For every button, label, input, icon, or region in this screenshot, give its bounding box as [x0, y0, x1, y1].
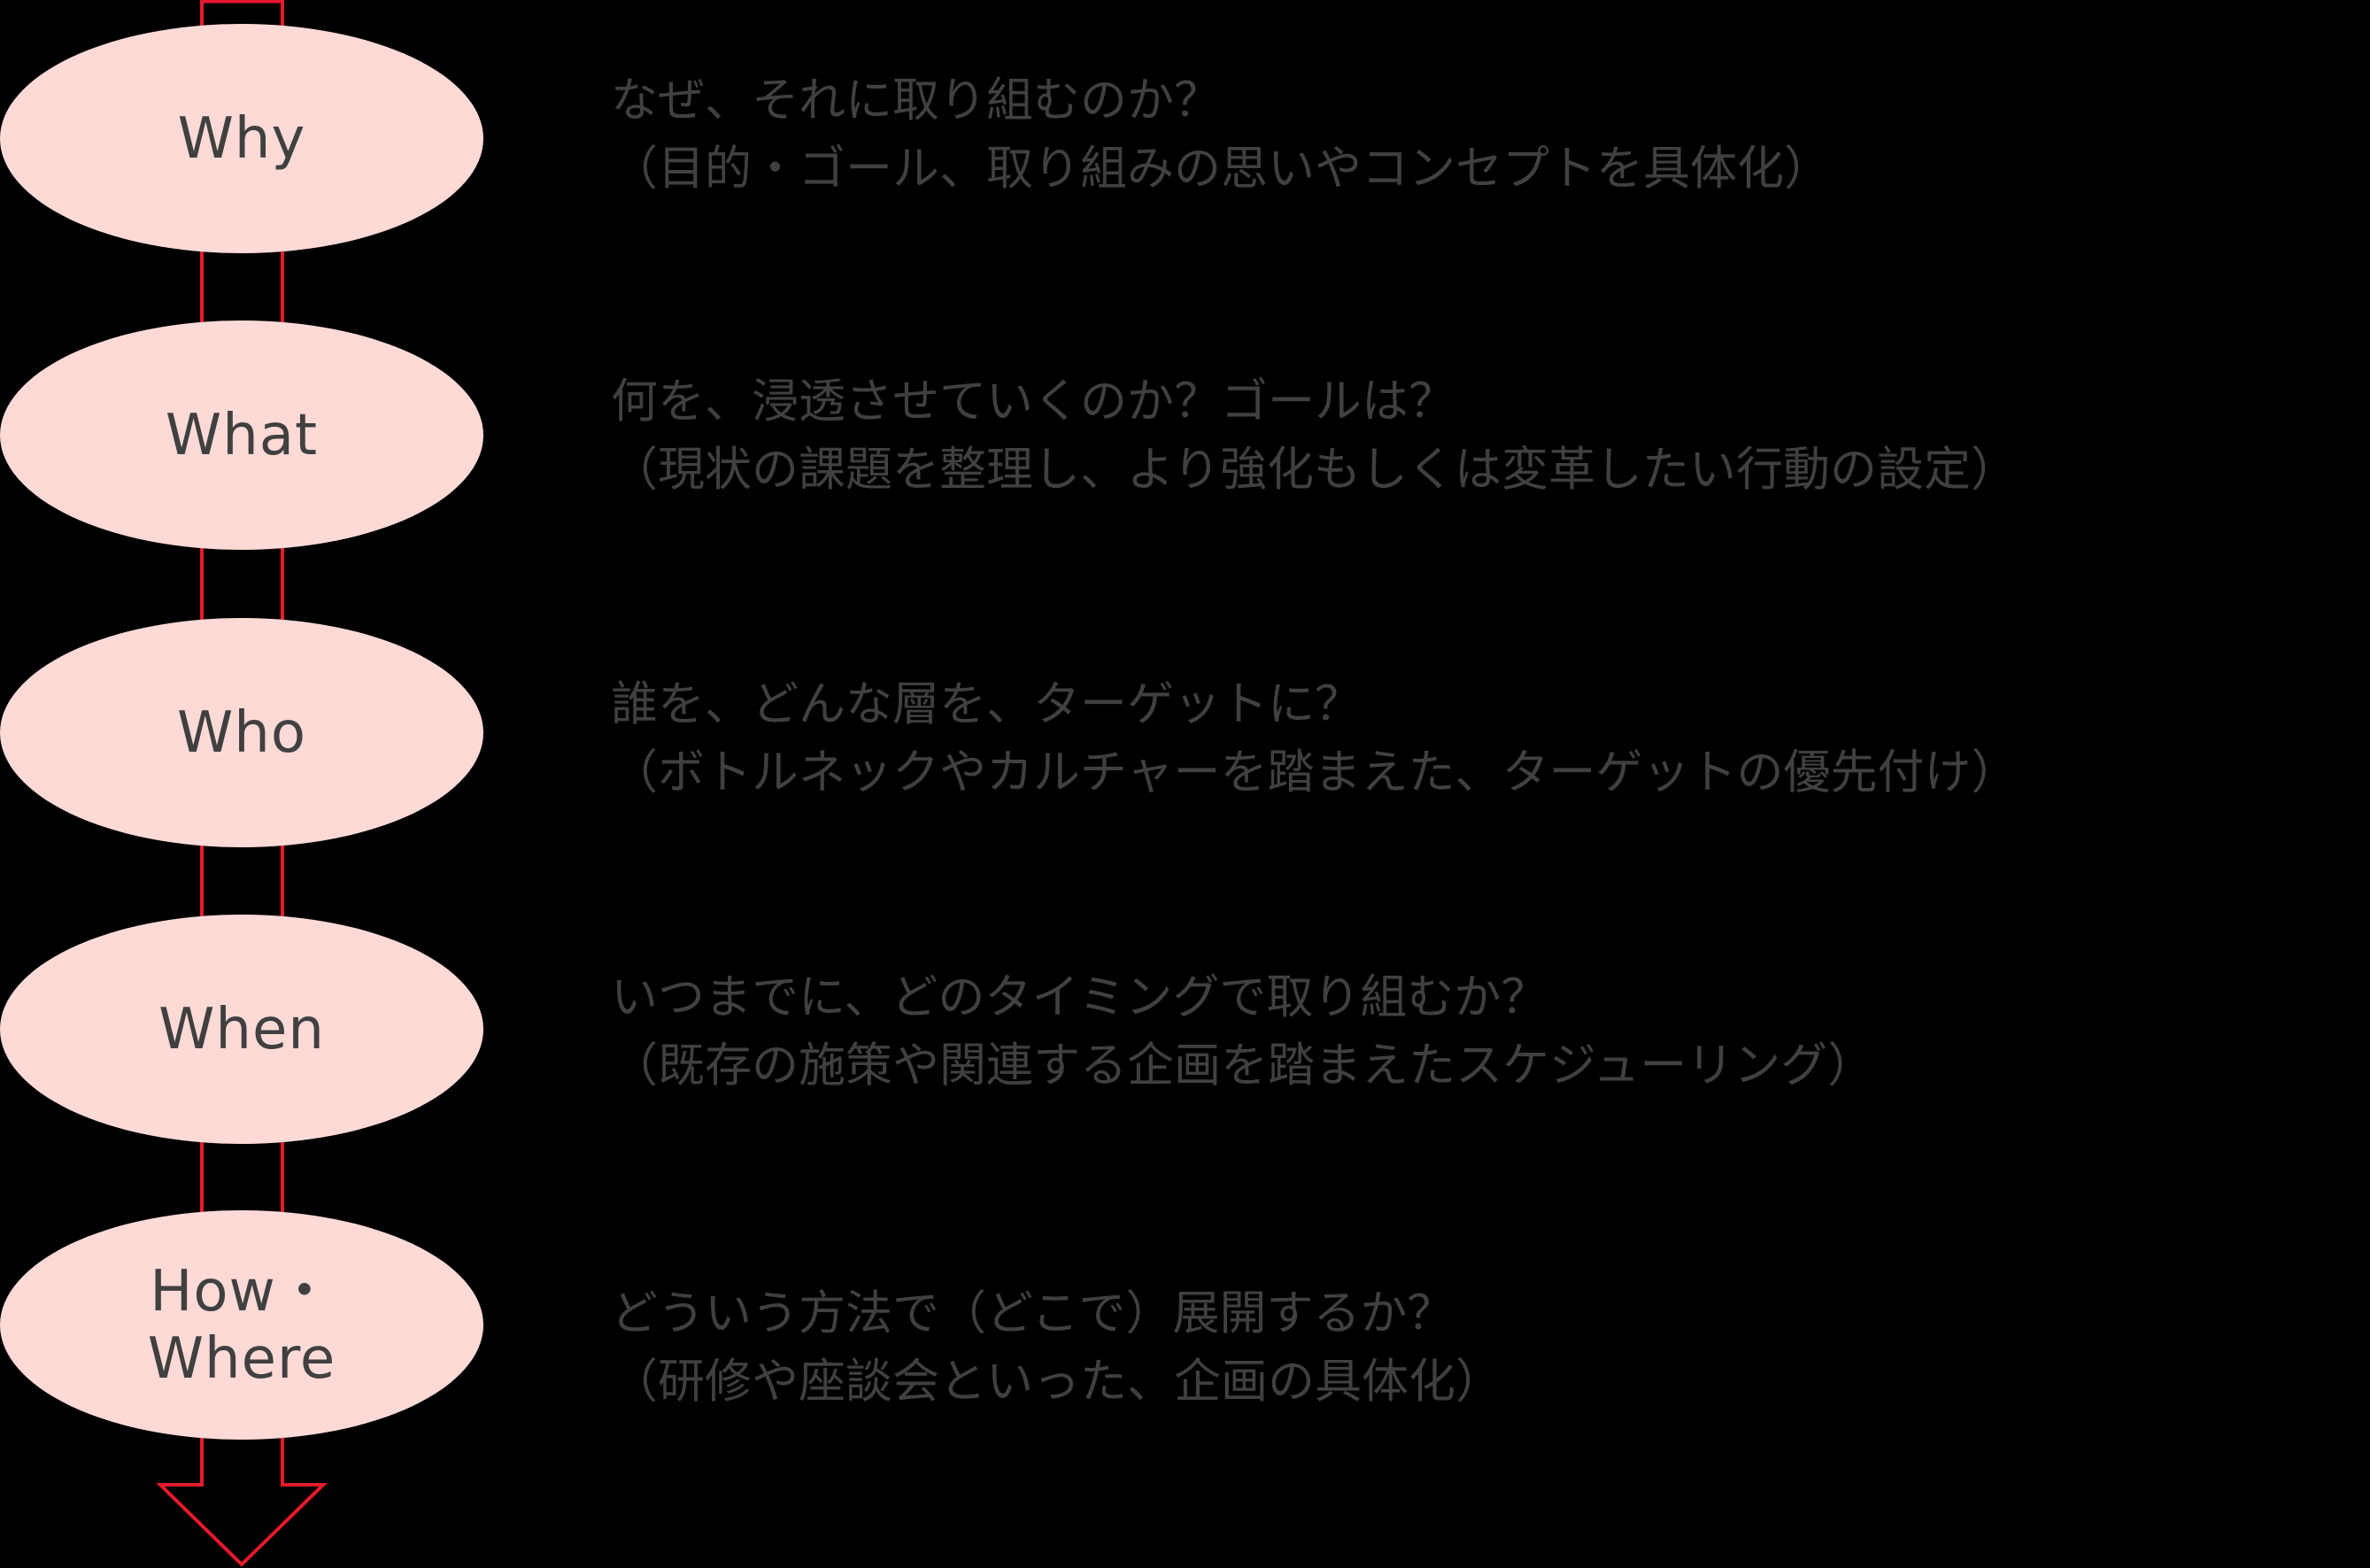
step-who-description: 誰を、どんな層を、ターゲットに？ （ボトルネックやカルチャーを踏まえた、ターゲッ… [611, 670, 2018, 807]
step-when-label: When [158, 996, 325, 1062]
step-when-detail: （既存の施策や関連する企画を踏まえたスケジューリング） [611, 1039, 1875, 1093]
step-what-question: 何を、浸透させていくのか？ゴールは？ [611, 375, 1455, 429]
step-when-question: いつまでに、どのタイミングで取り組むか？ [611, 970, 1548, 1024]
step-why-detail: （目的・ゴール、取り組みの思いやコンセプトを具体化） [611, 142, 1831, 196]
step-what-description: 何を、浸透させていくのか？ゴールは？ （現状の課題を整理し、より強化もしくは変革… [611, 367, 2018, 504]
step-who-question: 誰を、どんな層を、ターゲットに？ [611, 677, 1362, 731]
step-who-detail: （ボトルネックやカルチャーを踏まえた、ターゲットの優先付け） [611, 745, 2019, 799]
step-who-ellipse: Who [0, 618, 483, 847]
step-who-label: Who [177, 699, 306, 766]
step-why-description: なぜ、それに取り組むのか？ （目的・ゴール、取り組みの思いやコンセプトを具体化） [611, 66, 1831, 203]
step-how-where-ellipse: How・ Where [0, 1210, 483, 1440]
step-where-label: Where [147, 1325, 336, 1392]
step-why-ellipse: Why [0, 24, 483, 253]
step-how-where-detail: （研修や座談会といった、企画の具体化） [611, 1355, 1502, 1409]
step-what-label: What [165, 402, 319, 468]
arrow-outline-icon [156, 0, 328, 1567]
step-how-label: How・ [150, 1258, 334, 1325]
step-why-question: なぜ、それに取り組むのか？ [611, 73, 1221, 127]
step-why-label: Why [177, 105, 306, 172]
step-when-description: いつまでに、どのタイミングで取り組むか？ （既存の施策や関連する企画を踏まえたス… [611, 963, 1874, 1100]
step-how-where-description: どういう方法で（どこで）展開するか？ （研修や座談会といった、企画の具体化） [611, 1279, 1502, 1416]
step-when-ellipse: When [0, 915, 483, 1144]
step-what-detail: （現状の課題を整理し、より強化もしくは変革したい行動の設定） [611, 443, 2018, 497]
step-how-where-question: どういう方法で（どこで）展開するか？ [611, 1286, 1455, 1340]
step-what-ellipse: What [0, 321, 483, 550]
